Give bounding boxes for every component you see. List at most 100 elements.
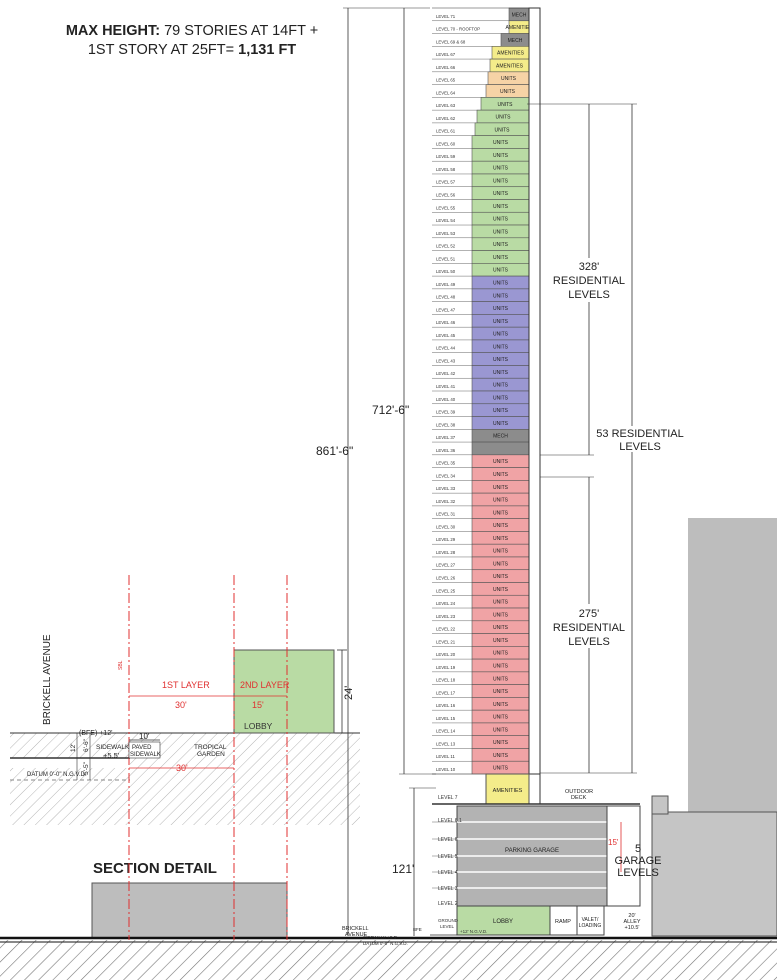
tower-program-label: UNITS <box>493 523 509 529</box>
tower-level-label: LEVEL 62 <box>436 116 456 121</box>
tower-program-label: UNITS <box>493 357 509 363</box>
tower-program-label: UNITS <box>493 280 509 286</box>
tower-level-label: LEVEL 49 <box>436 282 456 287</box>
tower-program-label: UNITS <box>493 332 509 338</box>
parking-garage-label: PARKING GARAGE <box>505 848 559 854</box>
level-5-label: LEVEL 5 <box>438 854 458 860</box>
brickell-bottom-1: BRICKELL <box>342 926 369 932</box>
tower-program-label: UNITS <box>496 115 512 121</box>
outdoor-deck-2: DECK <box>571 795 587 801</box>
tower-program-label: UNITS <box>493 587 509 593</box>
dim-12: 12' <box>70 744 77 752</box>
level-3-label: LEVEL 3 <box>438 886 458 892</box>
tower-level-label: LEVEL 17 <box>436 690 456 695</box>
garage-edge <box>606 805 641 907</box>
tower-level-label: LEVEL 20 <box>436 652 456 657</box>
garage-num: 5 <box>635 843 641 855</box>
tower-program-label: UNITS <box>493 191 509 197</box>
tower-level-label: LEVEL 33 <box>436 486 456 491</box>
garage-l2: LEVELS <box>617 867 659 879</box>
tower-level-label: LEVEL 36 <box>436 448 456 453</box>
tower-program-label: UNITS <box>493 485 509 491</box>
podium-height-dim: 121' <box>392 862 414 876</box>
brickell-bottom-2: AVENUE <box>345 932 368 938</box>
garage-floor-lines <box>432 821 607 889</box>
tower-program-label: UNITS <box>493 293 509 299</box>
tower-level-label: LEVEL 40 <box>436 397 456 402</box>
tower-level-label: LEVEL 51 <box>436 256 456 261</box>
tower-level-label: LEVEL 58 <box>436 167 456 172</box>
tower-program-label: UNITS <box>500 89 516 95</box>
res-lower-value: 275' <box>579 608 599 620</box>
tower-program-label: UNITS <box>493 549 509 555</box>
tower-level-label: LEVEL 25 <box>436 588 456 593</box>
tower-program-label: UNITS <box>493 498 509 504</box>
tower-program-label: UNITS <box>493 715 509 721</box>
tower-program-label: UNITS <box>493 178 509 184</box>
tower-level-label: LEVEL 53 <box>436 231 456 236</box>
valet-block <box>576 905 605 936</box>
dim-10: 10' <box>139 732 150 741</box>
tower-program-label: UNITS <box>493 319 509 325</box>
tower-level-label: LEVEL 46 <box>436 320 456 325</box>
tower-program-label: UNITS <box>493 663 509 669</box>
max-height-note: MAX HEIGHT: 79 STORIES AT 14FT + 1ST STO… <box>62 22 322 60</box>
garage-l1: GARAGE <box>614 855 661 867</box>
tower-level-label: LEVEL 38 <box>436 422 456 427</box>
res-lower-l1: RESIDENTIAL <box>553 622 625 634</box>
tower-level-label: LEVEL 15 <box>436 716 456 721</box>
tropical-label-2: GARDEN <box>197 751 225 758</box>
tower-level-label: LEVEL 27 <box>436 563 456 568</box>
second-layer-label: 2ND LAYER <box>240 680 290 690</box>
tower-program-label: UNITS <box>493 242 509 248</box>
ground-lobby-label: LOBBY <box>493 919 513 925</box>
tower-program-label: AMENITIES <box>496 63 524 69</box>
tower-program-label: UNITS <box>493 395 509 401</box>
tower-program-label: UNITS <box>493 510 509 516</box>
tower-level-label: LEVEL 48 <box>436 295 456 300</box>
tower-level-label: LEVEL 10 <box>436 767 456 772</box>
tower-program-label: UNITS <box>493 766 509 772</box>
total-height-dim: 861'-6" <box>316 444 353 458</box>
paved-sidewalk-box <box>128 741 161 759</box>
detail-lobby-block <box>233 649 335 734</box>
tower-level-label: LEVEL 42 <box>436 371 456 376</box>
tower-level-label: LEVEL 34 <box>436 473 456 478</box>
outdoor-deck-1: OUTDOOR <box>565 789 593 795</box>
tower-level-label: LEVEL 14 <box>436 729 456 734</box>
second-layer-dim: 15' <box>252 700 264 710</box>
tower-level-label: LEVEL 47 <box>436 307 456 312</box>
detail-soil <box>10 733 360 825</box>
bfe-label: (BFE) +12' <box>79 730 112 737</box>
tower-program-label: UNITS <box>493 408 509 414</box>
tower-level-label: LEVEL 37 <box>436 435 456 440</box>
tower-program-label: UNITS <box>501 76 517 82</box>
res-lower-l2: LEVELS <box>568 636 610 648</box>
tower-level-label: LEVEL 43 <box>436 358 456 363</box>
alley-label-3: +10.5' <box>625 925 640 931</box>
tower-program-label: UNITS <box>495 127 511 133</box>
datum-bottom: DATUM 0'-0" N.G.V.D. <box>363 941 408 946</box>
tower-program-label: UNITS <box>493 153 509 159</box>
tower-level-label: LEVEL 35 <box>436 461 456 466</box>
tower-level-label: LEVEL 11 <box>436 754 455 759</box>
ground-lobby <box>456 905 551 936</box>
res-upper-value: 328' <box>579 261 599 273</box>
tower-level-label: LEVEL 29 <box>436 537 456 542</box>
tower-program-label: UNITS <box>493 472 509 478</box>
level-2-label: LEVEL 2 <box>438 901 458 907</box>
tower-level-label: LEVEL 23 <box>436 614 456 619</box>
first-layer-label: 1ST LAYER <box>162 680 210 690</box>
valet-label-2: LOADING <box>579 923 602 929</box>
tower-level-label: LEVEL 60 <box>436 141 456 146</box>
tower-program-label: MECH <box>493 434 508 440</box>
ngvd-label: +12' N.G.V.D. <box>460 929 487 934</box>
sbl-label: SBL <box>118 660 124 670</box>
alley-label-2: ALLEY <box>623 919 640 925</box>
tower-program-label: UNITS <box>493 740 509 746</box>
tower-program-label: UNITS <box>493 217 509 223</box>
tower-program-label: UNITS <box>493 600 509 606</box>
tower-level-label: LEVEL 59 <box>436 154 456 159</box>
